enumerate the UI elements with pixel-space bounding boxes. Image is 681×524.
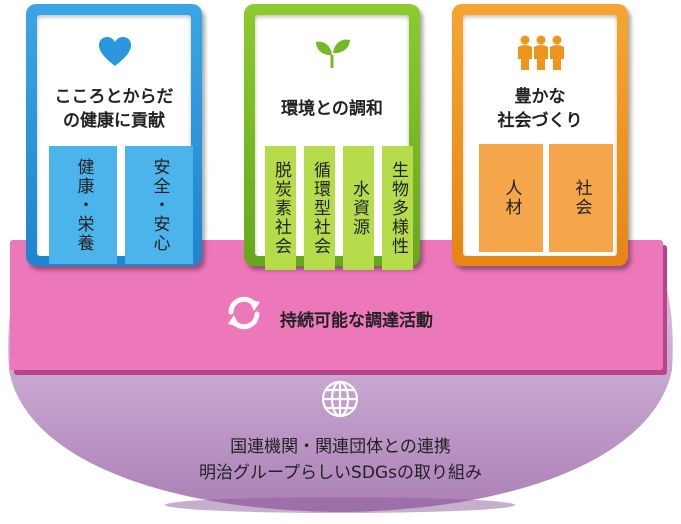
pillar-health-panel: こころとからだ の健康に貢献 健康・栄養 安全・安心	[37, 15, 193, 264]
people-icon	[518, 35, 564, 70]
pillar-society: 豊かな 社会づくり 人材 社会	[452, 4, 628, 266]
item-decarbonized-society: 脱炭素社会	[265, 146, 296, 270]
pillar-health: こころとからだ の健康に貢献 健康・栄養 安全・安心	[26, 4, 202, 266]
item-biodiversity: 生物多様性	[382, 146, 413, 270]
item-society: 社会	[549, 144, 613, 252]
globe-icon	[321, 380, 359, 418]
item-water-resources: 水資源	[343, 146, 374, 270]
cycle-arrows-icon	[228, 296, 260, 330]
item-safety-security: 安全・安心	[125, 146, 193, 264]
pillar-environment: 環境との調和 脱炭素社会 循環型社会 水資源 生物多様性	[244, 4, 420, 270]
pillar-health-title: こころとからだ の健康に貢献	[54, 87, 174, 131]
pillar-society-title: 豊かな 社会づくり	[497, 87, 583, 131]
sdgs-initiatives-text: 明治グループらしいSDGsの取り組み	[199, 463, 482, 483]
sprout-icon	[316, 39, 350, 68]
item-recycling-society: 循環型社会	[304, 146, 335, 270]
item-human-resources: 人材	[479, 144, 543, 252]
procurement-label: 持続可能な調達活動	[280, 311, 433, 331]
pillar-environment-title: 環境との調和	[281, 99, 383, 119]
pillar-society-panel: 豊かな 社会づくり 人材 社会	[463, 15, 617, 256]
heart-icon	[99, 37, 131, 66]
un-collaboration-text: 国連機関・関連団体との連携	[230, 437, 451, 457]
item-health-nutrition: 健康・栄養	[49, 146, 117, 264]
pillar-environment-panel: 環境との調和 脱炭素社会 循環型社会 水資源 生物多様性	[255, 15, 413, 270]
